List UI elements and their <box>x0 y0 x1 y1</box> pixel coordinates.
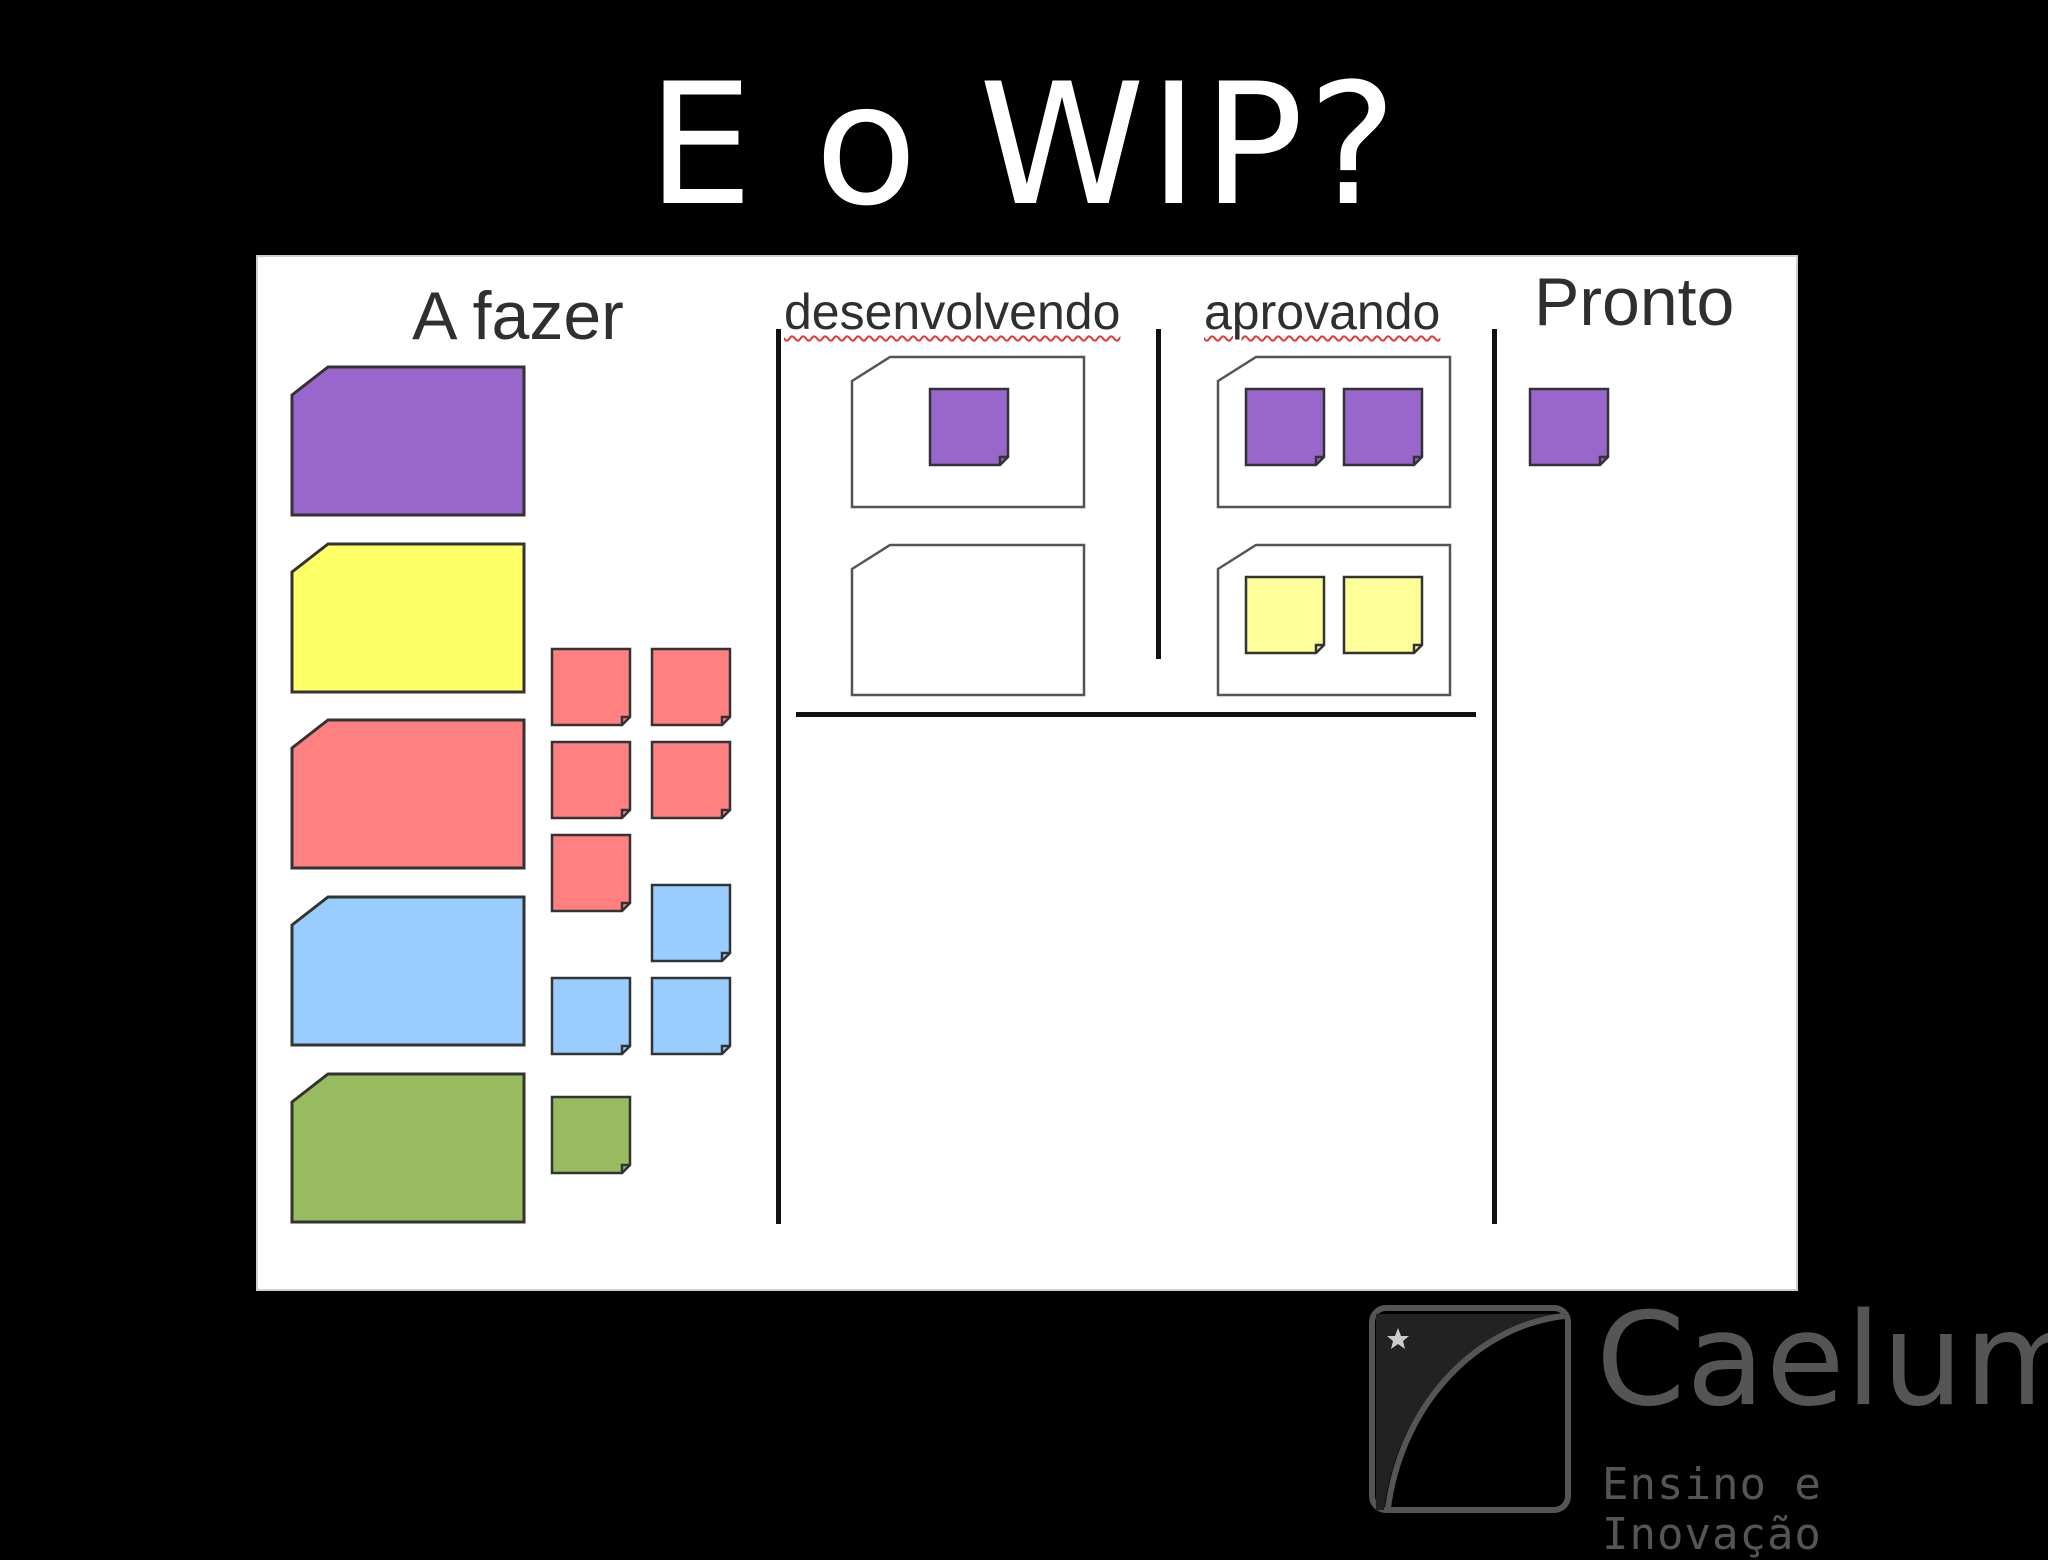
column-label-done: Pronto <box>1534 263 1734 341</box>
story-card-purple <box>290 365 526 517</box>
dev-lane-box <box>850 543 1086 697</box>
task-note-red <box>650 740 732 820</box>
column-label-done-text: Pronto <box>1534 264 1735 340</box>
caelum-logo: Caelum Ensino e Inovação <box>1366 1286 2048 1560</box>
column-label-todo: A fazer <box>258 277 778 355</box>
divider-wip-area <box>796 712 1476 717</box>
column-label-dev-text: desenvolvendo <box>784 284 1121 340</box>
task-note-green <box>550 1095 632 1175</box>
story-card-yellow <box>290 542 526 694</box>
task-note-purple <box>1528 387 1610 467</box>
task-note-red <box>550 833 632 913</box>
caelum-star-arc-logo-icon <box>1368 1304 1572 1514</box>
logo-tagline: Ensino e Inovação <box>1602 1459 1822 1560</box>
story-card-blue <box>290 895 526 1047</box>
column-label-approve: aprovando <box>1204 283 1440 341</box>
story-card-red <box>290 718 526 870</box>
slide-title: E o WIP? <box>647 47 1401 243</box>
task-note-light-yellow <box>1342 575 1424 655</box>
column-label-todo-text: A fazer <box>412 278 624 354</box>
task-note-purple <box>928 387 1010 467</box>
task-note-purple <box>1342 387 1424 467</box>
task-note-blue <box>650 976 732 1056</box>
column-label-dev: desenvolvendo <box>784 283 1120 341</box>
task-note-blue <box>650 883 732 963</box>
kanban-board: A fazer desenvolvendo aprovando Pronto <box>256 255 1798 1291</box>
divider-todo-dev <box>776 329 781 1224</box>
column-label-approve-text: aprovando <box>1204 284 1441 340</box>
story-card-green <box>290 1072 526 1224</box>
task-note-red <box>550 647 632 727</box>
logo-name: Caelum <box>1596 1286 2048 1435</box>
task-note-purple <box>1244 387 1326 467</box>
divider-approve-done <box>1492 329 1497 1224</box>
task-note-red <box>550 740 632 820</box>
task-note-red <box>650 647 732 727</box>
divider-dev-approve <box>1156 329 1161 659</box>
task-note-light-yellow <box>1244 575 1326 655</box>
task-note-blue <box>550 976 632 1056</box>
